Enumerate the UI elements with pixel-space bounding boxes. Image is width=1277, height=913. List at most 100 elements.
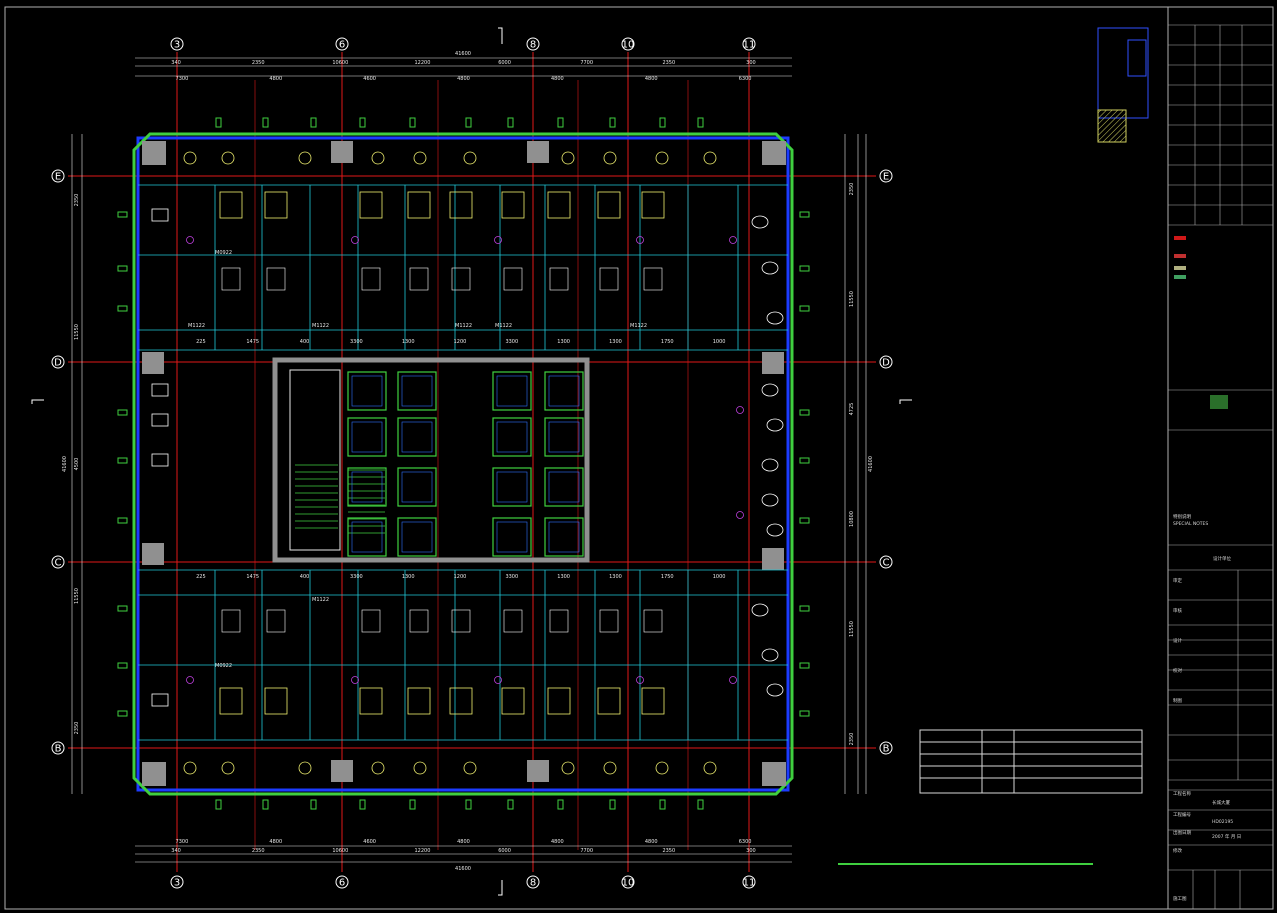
- axis-left-D-label: D: [54, 358, 62, 369]
- axis-bottom-8-label: 8: [530, 878, 536, 889]
- lounge-seat-3: [151, 453, 169, 467]
- axis-top-3-label: 3: [174, 40, 180, 51]
- corridor-dim-top-9: 1750: [661, 339, 674, 345]
- bed: [219, 687, 243, 715]
- bottom-dim-1-5: 4800: [645, 839, 658, 845]
- axis-top-10-label: 10: [622, 40, 635, 51]
- axis-right-E-label: E: [883, 172, 889, 183]
- elevator-car-11: [548, 421, 580, 453]
- elevator-car-0: [351, 375, 383, 407]
- mullion-left: [117, 409, 128, 416]
- mullion-top: [659, 117, 666, 128]
- room-tag-0: M1122: [188, 323, 205, 329]
- bed: [264, 191, 288, 219]
- bed: [407, 191, 431, 219]
- revision-label: 修改: [1173, 847, 1182, 854]
- left-dim-1: 11550: [74, 324, 80, 340]
- corner-column-3: [762, 762, 786, 786]
- corridor-dim-top-0: 225: [196, 339, 206, 345]
- total-height-right: 41600: [868, 456, 874, 472]
- room-tag-4: M1122: [630, 323, 647, 329]
- armchair: [183, 761, 197, 775]
- corner-column-2: [142, 762, 166, 786]
- axis-left-B-label: B: [55, 744, 62, 755]
- bed: [407, 687, 431, 715]
- mullion-right: [799, 305, 810, 312]
- axis-bottom-11-circle: [742, 875, 756, 889]
- corridor-dim-top-5: 1200: [454, 339, 467, 345]
- elevator-shaft-3: [397, 417, 437, 457]
- column-5: [142, 543, 164, 565]
- top-dim-1-2: 10600: [332, 60, 348, 66]
- lounge-chair-7: [766, 523, 784, 537]
- bathroom-fixture: [361, 267, 381, 291]
- special-note-label: 特别说明: [1173, 513, 1191, 520]
- bottom-dim-2-3: 12200: [414, 848, 430, 854]
- mullion-bottom: [409, 799, 416, 810]
- bathroom-fixture: [361, 609, 381, 633]
- axis-left-E-circle: [51, 169, 65, 183]
- top-dim-1-6: 2350: [662, 60, 675, 66]
- mullion-left: [117, 265, 128, 272]
- column-0: [331, 141, 353, 163]
- stage-label: 施工图: [1173, 895, 1187, 902]
- lounge-chair-1: [761, 261, 779, 275]
- light-fixture-7: [494, 676, 502, 684]
- right-dim-2: 4725: [849, 403, 855, 416]
- elevator-shaft-7: [397, 517, 437, 557]
- mullion-top: [465, 117, 472, 128]
- corridor-dim-top-10: 1000: [713, 339, 726, 345]
- left-dim-4: 2350: [74, 722, 80, 735]
- light-fixture-11: [736, 511, 744, 519]
- bathroom-fixture: [451, 609, 471, 633]
- elevator-shaft-13: [544, 467, 584, 507]
- elevator-car-1: [401, 375, 433, 407]
- axis-bottom-8-circle: [526, 875, 540, 889]
- key-plan: [1097, 27, 1149, 143]
- top-dim-2-1: 4800: [269, 76, 282, 82]
- bottom-dim-1-0: 7300: [176, 839, 189, 845]
- mullion-right: [799, 265, 810, 272]
- grid-lines: [68, 52, 876, 872]
- mullion-left: [117, 211, 128, 218]
- corridor-dim-bottom-3: 3300: [350, 574, 363, 580]
- bed: [597, 191, 621, 219]
- armchair: [703, 151, 717, 165]
- right-dim-0: 2350: [849, 183, 855, 196]
- top-dim-2-4: 4800: [551, 76, 564, 82]
- elevator-car-7: [401, 521, 433, 553]
- room-tag-2: M1122: [455, 323, 472, 329]
- light-fixture-5: [186, 676, 194, 684]
- mullion-bottom: [507, 799, 514, 810]
- sign-label-3: 校对: [1173, 667, 1182, 674]
- mullion-left: [117, 710, 128, 717]
- room-tag-3: M1122: [495, 323, 512, 329]
- bathroom-fixture: [503, 267, 523, 291]
- bed: [641, 687, 665, 715]
- bottom-dim-2-1: 2350: [252, 848, 265, 854]
- light-fixture-10: [736, 406, 744, 414]
- mullion-right: [799, 409, 810, 416]
- bathroom-fixture: [266, 609, 286, 633]
- axis-top-8-label: 8: [530, 40, 536, 51]
- mullion-top: [507, 117, 514, 128]
- elevator-shaft-12: [492, 467, 532, 507]
- corridor-dim-bottom-9: 1750: [661, 574, 674, 580]
- room-tag-7: M0922: [215, 663, 232, 669]
- column-3: [527, 760, 549, 782]
- mullion-top: [359, 117, 366, 128]
- top-dim-1-7: 300: [746, 60, 756, 66]
- bathroom-fixture: [409, 267, 429, 291]
- axis-right-E-circle: [879, 169, 893, 183]
- armchair: [298, 761, 312, 775]
- column-2: [331, 760, 353, 782]
- design-unit-label: 设计单位: [1213, 555, 1231, 562]
- armchair: [561, 761, 575, 775]
- light-fixture-1: [351, 236, 359, 244]
- left-dim-2: 4500: [74, 458, 80, 471]
- armchair: [603, 761, 617, 775]
- mullion-left: [117, 457, 128, 464]
- mullion-right: [799, 517, 810, 524]
- elevator-shaft-10: [492, 417, 532, 457]
